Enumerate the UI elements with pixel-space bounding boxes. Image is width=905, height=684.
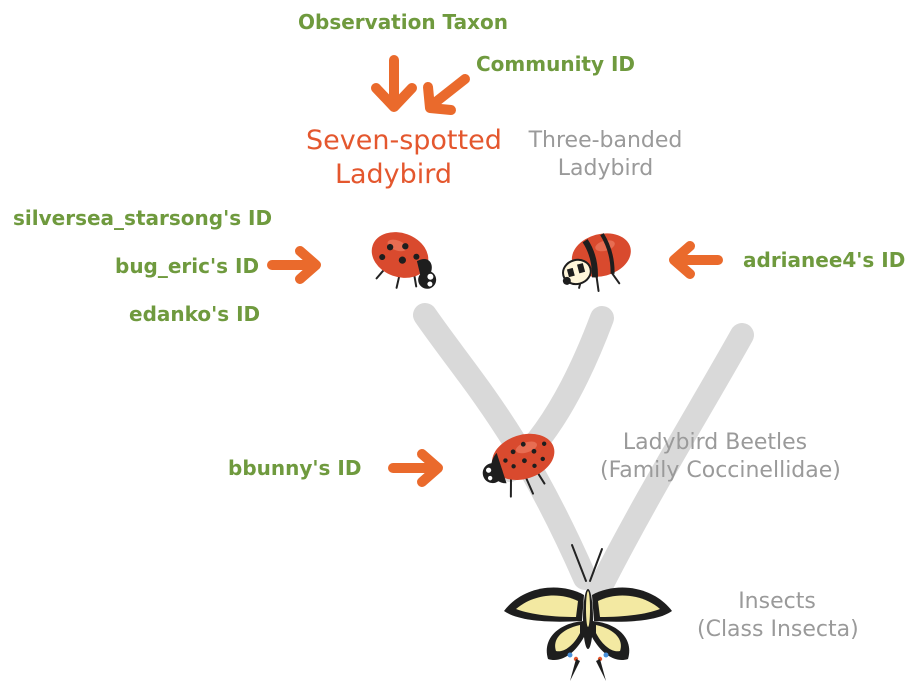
seven-spotted-line-2: Ladybird xyxy=(334,158,453,190)
insects-line-1: Insects xyxy=(738,589,816,614)
three-banded-ladybird-icon xyxy=(562,233,631,292)
ladybird-beetle-icon xyxy=(482,433,555,498)
seven-spotted-ladybird-icon xyxy=(371,232,437,289)
community-id-label: Community ID xyxy=(476,52,636,76)
ladybird-beetles-line-1: Ladybird Beetles xyxy=(622,430,808,455)
branch-insects-right xyxy=(588,323,754,600)
bug-eric-id-label: bug_eric's ID xyxy=(115,254,260,278)
three-banded-line-2: Ladybird xyxy=(557,155,654,181)
swallowtail-butterfly-icon xyxy=(504,544,672,681)
seven-spotted-line-1: Seven-spotted xyxy=(306,125,502,156)
seven-spotted-ladybird-label: Seven-spotted Ladybird xyxy=(306,124,502,192)
observation-taxon-label: Observation Taxon xyxy=(298,10,508,34)
three-banded-ladybird-label: Three-banded Ladybird xyxy=(528,127,683,182)
silversea-id-label: silversea_starsong's ID xyxy=(13,206,273,230)
arrow-community-id xyxy=(423,74,470,115)
insects-line-2: (Class Insecta) xyxy=(697,616,859,642)
edanko-id-label: edanko's ID xyxy=(129,302,261,326)
branch-seven-spotted xyxy=(413,303,597,590)
adrianee4-id-label: adrianee4's ID xyxy=(743,248,905,272)
ladybird-beetles-label: Ladybird Beetles (Family Coccinellidae) xyxy=(600,429,841,484)
ladybird-beetles-line-2: (Family Coccinellidae) xyxy=(600,457,841,483)
arrow-adrianee4 xyxy=(669,241,723,279)
arrows xyxy=(267,55,723,487)
bbunny-id-label: bbunny's ID xyxy=(228,456,362,480)
arrow-bbunny xyxy=(388,449,443,487)
arrow-group-ids xyxy=(267,246,321,284)
three-banded-line-1: Three-banded xyxy=(528,128,683,153)
arrow-observation-taxon xyxy=(371,55,417,112)
insects-label: Insects (Class Insecta) xyxy=(697,588,859,643)
